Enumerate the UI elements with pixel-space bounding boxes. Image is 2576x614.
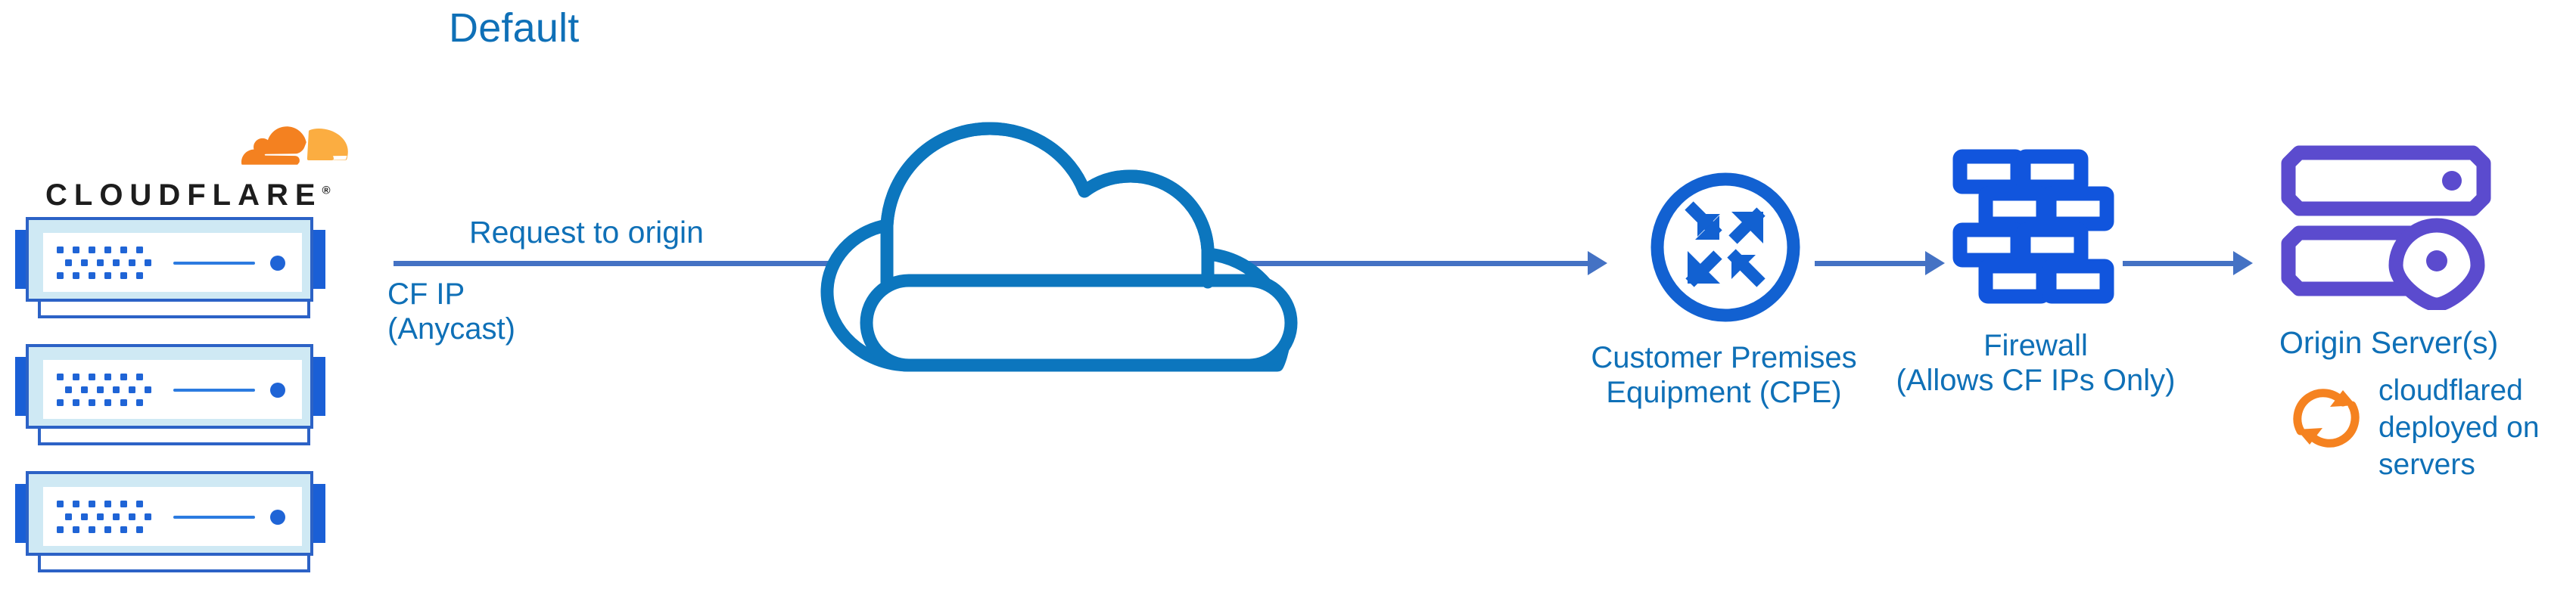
router-icon: [1650, 172, 1800, 322]
server-front-panel: [43, 233, 302, 292]
cloudflare-cloud-logo-icon: [241, 126, 348, 165]
sync-refresh-icon: [2293, 389, 2360, 448]
server-front-panel: [43, 360, 302, 419]
cloud-icon: [820, 122, 1298, 372]
server-status-led: [270, 510, 285, 525]
cloudflare-wordmark: CLOUDFLARE®: [45, 178, 363, 212]
server-chassis: [26, 344, 313, 429]
brick-wall-firewall-icon: [1952, 149, 2114, 304]
server-slot-line: [173, 516, 255, 519]
label-origin-servers: Origin Server(s): [2279, 325, 2499, 360]
server-chassis: [26, 217, 313, 302]
cloudflare-logo: CLOUDFLARE®: [15, 97, 371, 218]
registered-mark: ®: [322, 184, 331, 197]
flow-arrow-cpe-to-firewall-line: [1815, 261, 1927, 266]
flow-arrow-firewall-to-origin-head: [2233, 251, 2253, 275]
server-status-led: [270, 383, 285, 398]
cloudflare-edge-server-2: [15, 344, 325, 450]
label-firewall: Firewall (Allows CF IPs Only): [1896, 329, 2176, 397]
server-status-led: [270, 256, 285, 271]
server-chassis: [26, 471, 313, 556]
flow-arrow-firewall-to-origin-line: [2123, 261, 2235, 266]
label-cf-ip-anycast: CF IP (Anycast): [387, 278, 515, 346]
server-vent-dots: [57, 374, 155, 407]
label-request-to-origin: Request to origin: [469, 215, 704, 250]
flow-arrow-cpe-to-firewall-head: [1925, 251, 1945, 275]
server-slot-line: [173, 262, 255, 265]
cloudflare-edge-server-3: [15, 471, 325, 577]
cloudflare-edge-server-1: [15, 217, 325, 323]
label-customer-premises-equipment: Customer Premises Equipment (CPE): [1591, 341, 1857, 409]
server-vent-dots: [57, 247, 155, 280]
server-slot-line: [173, 389, 255, 392]
page-title: Default: [449, 5, 580, 51]
server-rack-location-pin-icon: [2281, 145, 2491, 310]
server-vent-dots: [57, 501, 155, 534]
cloudflare-wordmark-text: CLOUDFLARE: [45, 178, 322, 212]
label-cloudflared-deployed: cloudflared deployed on servers: [2378, 374, 2540, 481]
server-front-panel: [43, 487, 302, 546]
flow-arrow-edge-to-cpe-head: [1588, 251, 1607, 275]
